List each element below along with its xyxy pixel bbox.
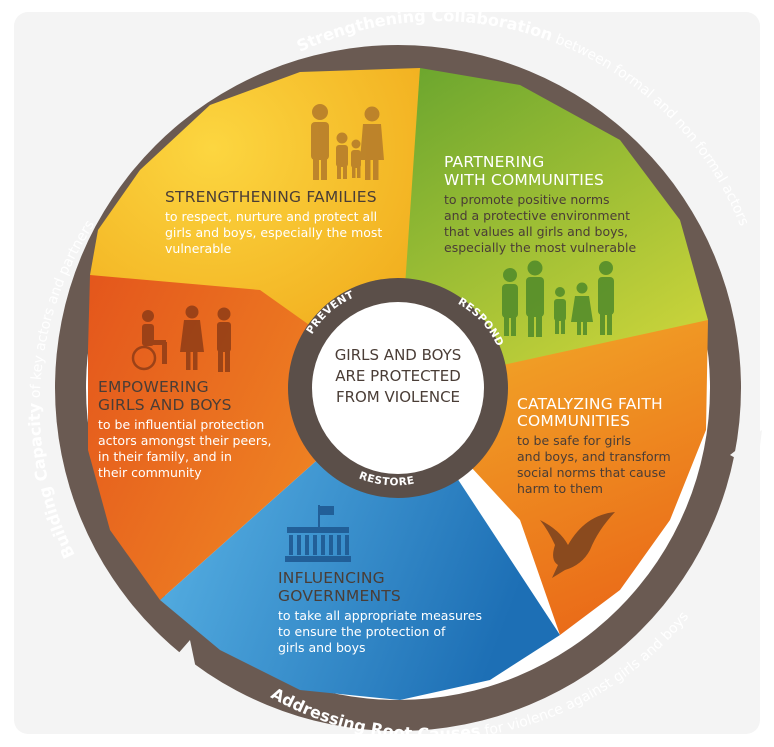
center-line-2: ARE PROTECTED	[335, 367, 461, 385]
governments-desc-2: to ensure the protection of	[278, 624, 446, 639]
governments-desc-3: girls and boys	[278, 640, 366, 655]
empowering-desc-1: to be influential protection	[98, 417, 264, 432]
communities-title-2: WITH COMMUNITIES	[444, 171, 604, 189]
empowering-desc-3: in their family, and in	[98, 449, 232, 464]
arrowhead-bottom-left	[155, 640, 200, 688]
faith-title-2: COMMUNITIES	[517, 412, 630, 430]
arrowhead-right	[730, 430, 762, 470]
center-circle	[312, 302, 484, 474]
communities-desc-2: and a protective environment	[444, 208, 630, 223]
center-line-3: FROM VIOLENCE	[336, 388, 460, 406]
center-line-1: GIRLS AND BOYS	[335, 346, 462, 364]
communities-desc-3: that values all girls and boys,	[444, 224, 628, 239]
communities-desc-4: especially the most vulnerable	[444, 240, 636, 255]
governments-desc-1: to take all appropriate measures	[278, 608, 482, 623]
governments-segment	[160, 388, 560, 700]
center-statement: GIRLS AND BOYS ARE PROTECTED FROM VIOLEN…	[335, 346, 462, 406]
empowering-title-2: GIRLS AND BOYS	[98, 396, 232, 414]
empowering-title-1: EMPOWERING	[98, 378, 209, 396]
families-desc-2: girls and boys, especially the most	[165, 225, 382, 240]
faith-block: CATALYZING FAITH COMMUNITIES to be safe …	[517, 395, 671, 578]
faith-desc-2: and boys, and transform	[517, 449, 671, 464]
faith-desc-4: harm to them	[517, 481, 603, 496]
governments-title-1: INFLUENCING	[278, 569, 385, 587]
family-icon	[311, 104, 384, 180]
dove-icon	[540, 512, 615, 578]
empowering-desc-4: their community	[98, 465, 202, 480]
communities-segment	[398, 68, 708, 388]
communities-block: PARTNERING WITH COMMUNITIES to promote p…	[444, 153, 636, 337]
community-group-icon	[502, 260, 614, 337]
families-title: STRENGTHENING FAMILIES	[165, 188, 377, 206]
governments-block: INFLUENCING GOVERNMENTS to take all appr…	[278, 505, 482, 655]
families-block: STRENGTHENING FAMILIES to respect, nurtu…	[165, 104, 384, 256]
empowering-block: EMPOWERING GIRLS AND BOYS to be influent…	[98, 305, 271, 480]
children-icon	[131, 305, 231, 372]
governments-title-2: GOVERNMENTS	[278, 587, 401, 605]
government-building-icon	[285, 505, 351, 562]
empowering-desc-2: actors amongst their peers,	[98, 433, 271, 448]
faith-desc-3: social norms that cause	[517, 465, 666, 480]
families-desc-1: to respect, nurture and protect all	[165, 209, 377, 224]
communities-title-1: PARTNERING	[444, 153, 544, 171]
families-desc-3: vulnerable	[165, 241, 232, 256]
arrowhead-top-left	[252, 25, 285, 70]
faith-title-1: CATALYZING FAITH	[517, 395, 663, 413]
communities-desc-1: to promote positive norms	[444, 192, 610, 207]
faith-desc-1: to be safe for girls	[517, 433, 631, 448]
